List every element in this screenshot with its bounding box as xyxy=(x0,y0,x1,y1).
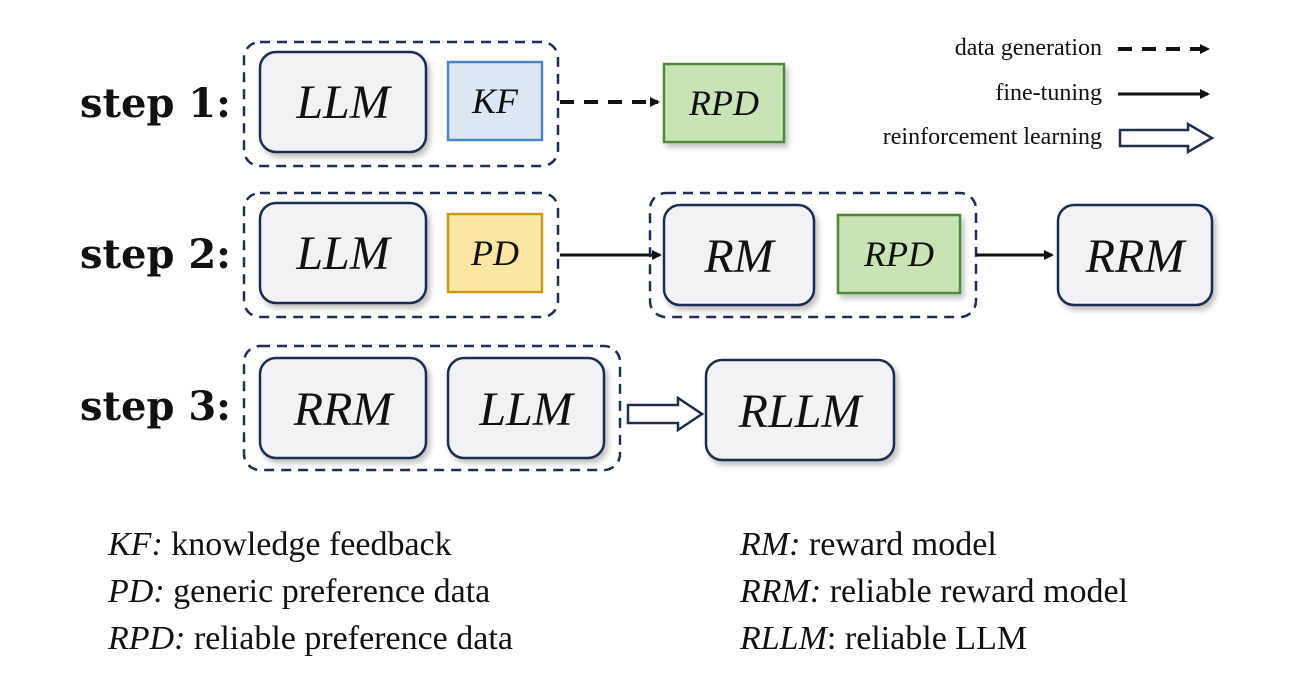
step-2-pd-label: PD xyxy=(470,233,519,273)
step-1-llm-label: LLM xyxy=(295,76,392,129)
step-3-group-border xyxy=(242,344,622,472)
glossary-pd: PD: generic preference data xyxy=(108,573,490,611)
glossary-rpd-abbr: RPD: xyxy=(108,620,186,657)
glossary-pd-text: generic preference data xyxy=(164,573,491,610)
step-2-llm-box: LLM xyxy=(258,201,428,305)
step-1-label: step 1: xyxy=(80,80,231,127)
step-3-llm-box: LLM xyxy=(446,356,606,460)
step-2-label: step 2: xyxy=(80,231,231,278)
step-2-rm-label: RM xyxy=(703,230,776,283)
step-3-reinforcement-learning-arrow xyxy=(626,395,705,433)
glossary-rrm-text: reliable reward model xyxy=(821,573,1128,610)
step-1-kf-label: KF xyxy=(471,81,519,121)
step-3-rllm-label: RLLM xyxy=(738,385,865,438)
step-2-rpd-label: RPD xyxy=(863,234,934,274)
step-3-rrm-box: RRM xyxy=(258,356,428,460)
glossary-rrm: RRM: reliable reward model xyxy=(740,573,1128,611)
step-2-rrm-box: RRM xyxy=(1056,203,1214,307)
step-1-kf-box: KF xyxy=(446,60,544,142)
glossary-rpd: RPD: reliable preference data xyxy=(108,620,513,658)
glossary-kf-text: knowledge feedback xyxy=(162,526,452,563)
step-3-llm-label: LLM xyxy=(478,383,575,436)
step-1-rpd-box: RPD xyxy=(662,62,786,144)
step-3-rllm-box: RLLM xyxy=(704,358,896,462)
glossary-pd-abbr: PD: xyxy=(108,573,165,610)
legend-fine-tuning-label: fine-tuning xyxy=(995,80,1102,106)
glossary-rrm-abbr: RRM: xyxy=(740,573,822,610)
step-3-rrm-label: RRM xyxy=(293,383,396,436)
glossary-kf: KF: knowledge feedback xyxy=(108,526,452,564)
step-2-pd-box: PD xyxy=(446,212,544,294)
legend-reinforcement-learning-arrow xyxy=(1118,121,1215,155)
glossary-rllm-text: : reliable LLM xyxy=(826,620,1028,657)
step-2-rm-box: RM xyxy=(662,203,816,307)
glossary-rllm: RLLM: reliable LLM xyxy=(740,620,1027,658)
glossary-rllm-abbr: RLLM xyxy=(740,620,827,657)
glossary-rm-abbr: RM: xyxy=(740,526,801,563)
step-3-label: step 3: xyxy=(80,383,231,430)
glossary-rpd-text: reliable preference data xyxy=(185,620,513,657)
legend-data-generation-label: data generation xyxy=(955,35,1102,61)
step-1-rpd-label: RPD xyxy=(688,83,759,123)
step-2-group-border-left xyxy=(242,191,560,319)
glossary-rm: RM: reward model xyxy=(740,526,997,564)
step-1-llm-box: LLM xyxy=(258,50,428,154)
step-2-rrm-label: RRM xyxy=(1085,230,1188,283)
step-2-llm-label: LLM xyxy=(295,227,392,280)
glossary-kf-abbr: KF: xyxy=(108,526,163,563)
glossary-rm-text: reward model xyxy=(800,526,997,563)
step-1-group-border xyxy=(242,40,560,168)
step-2-rpd-box: RPD xyxy=(836,213,962,295)
legend-reinforcement-learning-label: reinforcement learning xyxy=(883,124,1102,150)
